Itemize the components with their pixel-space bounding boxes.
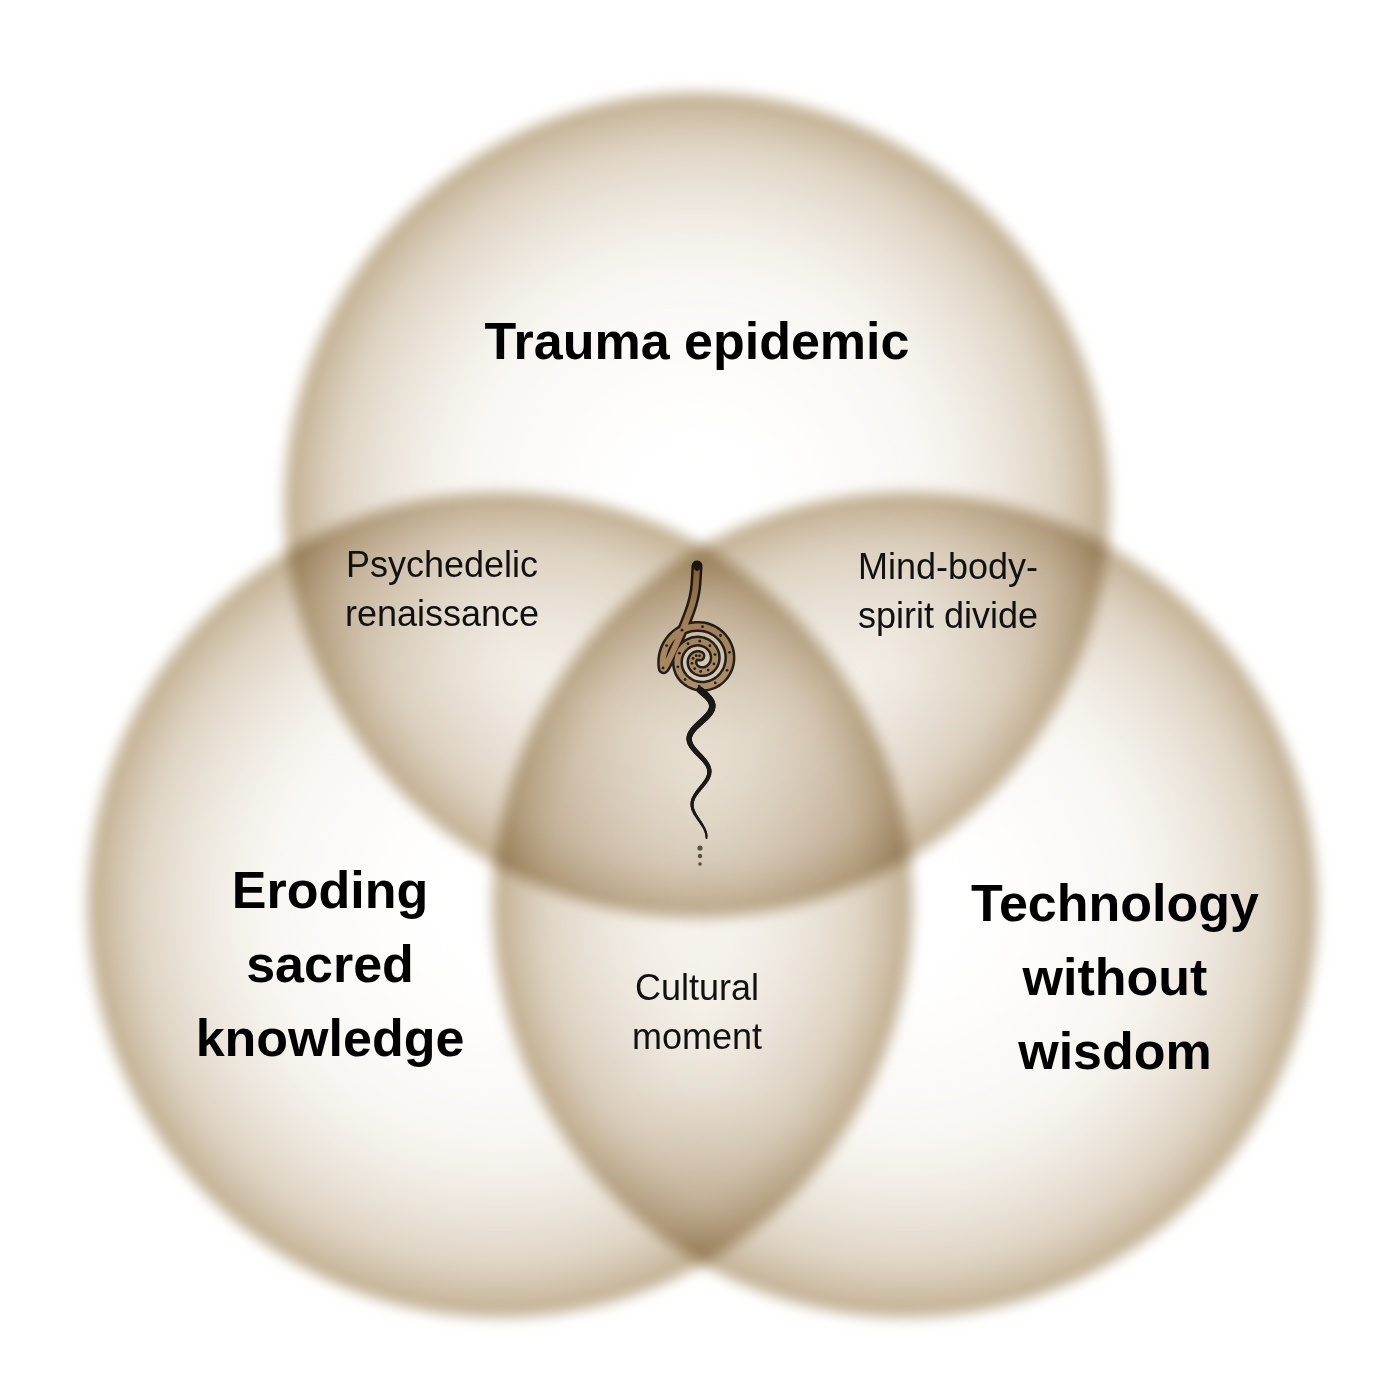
label-holder: Mind-body-spirit divide [823, 543, 1073, 641]
label-holder: Psychedelic renaissance [317, 541, 567, 639]
circle-title: Trauma epidemic [377, 305, 1017, 379]
overlap-label: Psychedelic renaissance [317, 541, 567, 639]
overlap-label: Mind-body-spirit divide [823, 543, 1073, 641]
circle-title: Technology without wisdom [943, 867, 1288, 1088]
overlap-label: Cultural moment [605, 964, 790, 1062]
circle-title: Eroding sacred knowledge [165, 854, 495, 1075]
label-holder: Cultural moment [605, 964, 790, 1062]
circle-shape [484, 484, 1326, 1326]
